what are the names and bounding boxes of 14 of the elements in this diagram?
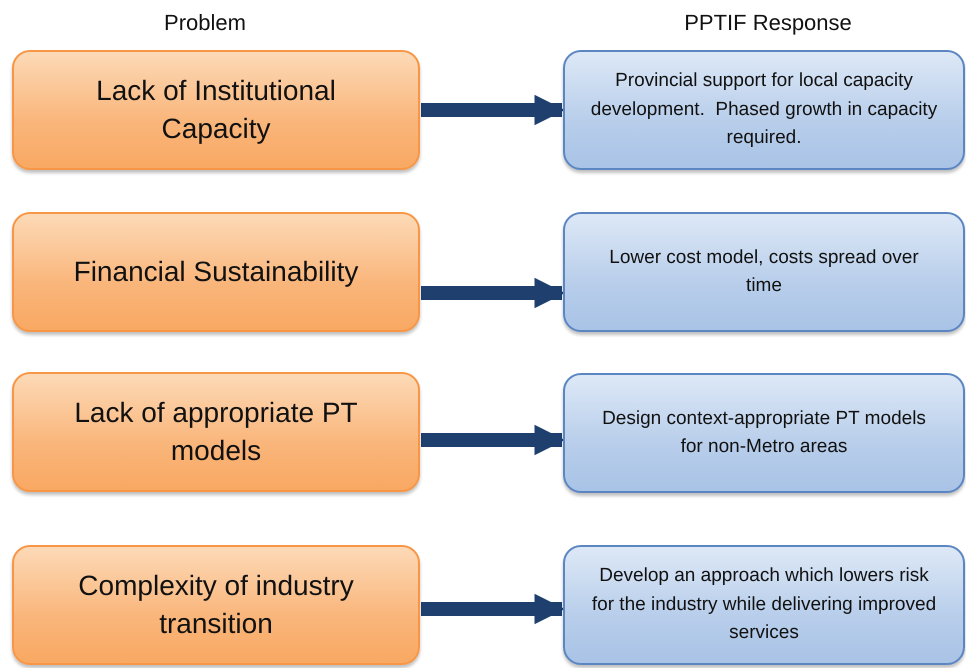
arrow xyxy=(421,594,566,624)
column-heading: PPTIF Response xyxy=(684,10,852,36)
problem-box: Complexity of industry transition xyxy=(12,545,420,665)
arrow xyxy=(421,424,566,456)
arrow xyxy=(421,278,566,308)
response-box: Provincial support for local capacity development. Phased growth in capacity required. xyxy=(563,50,965,170)
problem-box: Financial Sustainability xyxy=(12,212,420,332)
arrow xyxy=(421,94,566,126)
response-box: Lower cost model, costs spread over time xyxy=(563,212,965,332)
problem-box: Lack of Institutional Capacity xyxy=(12,50,420,170)
response-box: Develop an approach which lowers risk for the industry while delivering improved services xyxy=(563,545,965,665)
column-heading: Problem xyxy=(164,10,246,36)
response-box: Design context-appropriate PT models for non-Metro areas xyxy=(563,373,965,493)
problem-box: Lack of appropriate PT models xyxy=(12,372,420,492)
